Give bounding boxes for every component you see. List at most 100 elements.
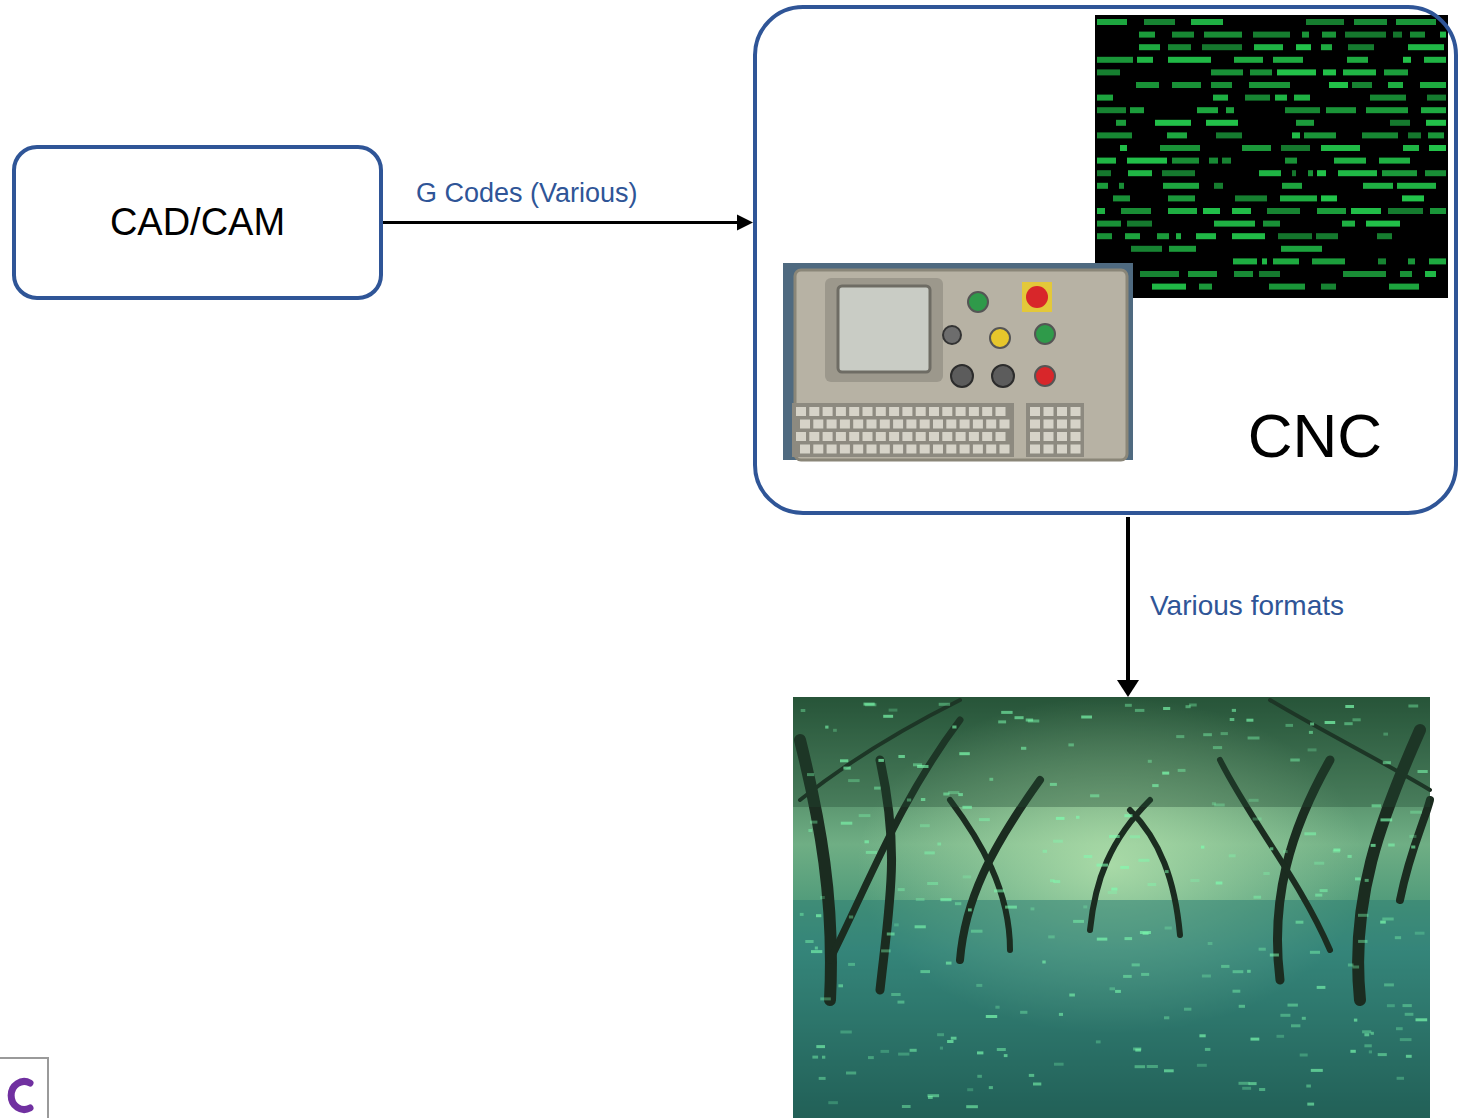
code-glyph [1178, 769, 1186, 772]
numpad-key [1044, 445, 1054, 454]
matrix-digit-run [1342, 221, 1355, 227]
code-glyph [887, 933, 895, 936]
matrix-digit-run [1140, 271, 1179, 277]
matrix-digit-run [1285, 158, 1297, 164]
code-glyph [1382, 918, 1393, 921]
code-glyph [1140, 931, 1151, 934]
keyboard-key [889, 432, 899, 441]
matrix-digit-run [1125, 233, 1140, 239]
keyboard-key [969, 407, 979, 416]
code-glyph [1125, 704, 1132, 707]
matrix-digit-run [1277, 69, 1316, 75]
code-glyph [1239, 1005, 1245, 1008]
code-glyph [1344, 722, 1352, 725]
code-glyph [1230, 718, 1235, 721]
matrix-digit-run [1152, 284, 1186, 290]
keyboard-key [956, 432, 966, 441]
code-glyph [915, 925, 926, 928]
matrix-digit-run [1233, 258, 1257, 264]
code-glyph [898, 1053, 909, 1056]
keyboard-key [863, 432, 873, 441]
code-glyph [1348, 964, 1354, 967]
keyboard-key [929, 432, 939, 441]
keyboard-key [840, 420, 850, 429]
matrix-digit-run [1127, 158, 1167, 164]
code-glyph [1259, 948, 1266, 951]
keyboard-key [853, 420, 863, 429]
code-glyph [1380, 921, 1386, 924]
code-glyph [816, 1045, 825, 1048]
matrix-digit-run [1425, 271, 1436, 277]
matrix-digit-run [1097, 132, 1132, 138]
code-glyph [1111, 888, 1117, 891]
matrix-digit-run [1249, 82, 1290, 88]
code-glyph [1290, 759, 1300, 762]
code-glyph [833, 729, 837, 732]
matrix-digit-run [1408, 132, 1421, 138]
code-glyph [801, 709, 806, 712]
code-glyph [820, 896, 825, 899]
code-glyph [1383, 733, 1388, 736]
matrix-digit-run [1296, 120, 1314, 126]
matrix-digit-run [1168, 57, 1211, 63]
code-glyph [1418, 770, 1428, 773]
matrix-digit-run [1196, 233, 1216, 239]
keyboard-key [849, 432, 859, 441]
swamp-illustration [793, 697, 1430, 1118]
matrix-digit-run [1410, 32, 1425, 38]
code-glyph [1190, 879, 1199, 882]
code-glyph [1348, 855, 1352, 858]
keyboard-key [902, 407, 912, 416]
code-glyph [1029, 1074, 1034, 1077]
code-glyph [1396, 1027, 1403, 1030]
code-glyph [840, 759, 848, 762]
code-glyph [959, 752, 970, 755]
code-glyph [898, 1001, 905, 1004]
code-glyph [1152, 784, 1158, 787]
matrix-digit-run [1232, 233, 1265, 239]
code-glyph [1372, 804, 1382, 807]
code-glyph [1202, 975, 1211, 978]
code-glyph [1123, 975, 1132, 978]
matrix-digit-run [1425, 170, 1446, 176]
code-glyph [1286, 724, 1294, 727]
code-glyph [848, 779, 860, 782]
code-glyph [1309, 731, 1313, 734]
matrix-digit-run [1160, 145, 1200, 151]
matrix-digit-run [1214, 183, 1223, 189]
keyboard-key [889, 407, 899, 416]
matrix-digit-run [1097, 19, 1127, 25]
code-glyph [1189, 704, 1197, 707]
matrix-digit-run [1206, 120, 1238, 126]
keyboard-key [920, 445, 930, 454]
matrix-digit-run [1273, 57, 1303, 63]
matrix-digit-run [1113, 195, 1130, 201]
numpad-key [1057, 420, 1067, 429]
node-label: CAD/CAM [110, 201, 285, 244]
control-panel-photo [783, 263, 1133, 460]
code-glyph [841, 822, 853, 825]
code-glyph [1296, 921, 1304, 924]
code-glyph [1233, 990, 1241, 993]
keyboard-key [876, 407, 886, 416]
code-glyph [1280, 1014, 1290, 1017]
matrix-digit-run [1097, 107, 1126, 113]
matrix-digit-run [1197, 107, 1218, 113]
matrix-digit-run [1382, 170, 1417, 176]
keyboard-key [946, 445, 956, 454]
keyboard-key [796, 407, 806, 416]
keyboard-key [973, 420, 983, 429]
code-glyph [1053, 840, 1063, 843]
code-glyph [1311, 1069, 1323, 1072]
matrix-digit-run [1402, 195, 1424, 201]
matrix-digit-run [1222, 158, 1231, 164]
matrix-digit-run [1408, 258, 1415, 264]
code-glyph [1364, 1044, 1371, 1047]
keyboard-key [800, 445, 810, 454]
matrix-digit-run [1262, 258, 1267, 264]
logo [0, 1058, 48, 1118]
matrix-digit-run [1242, 145, 1271, 151]
matrix-digit-run [1211, 69, 1243, 75]
code-glyph [1205, 1048, 1211, 1051]
code-glyph [1358, 940, 1367, 943]
